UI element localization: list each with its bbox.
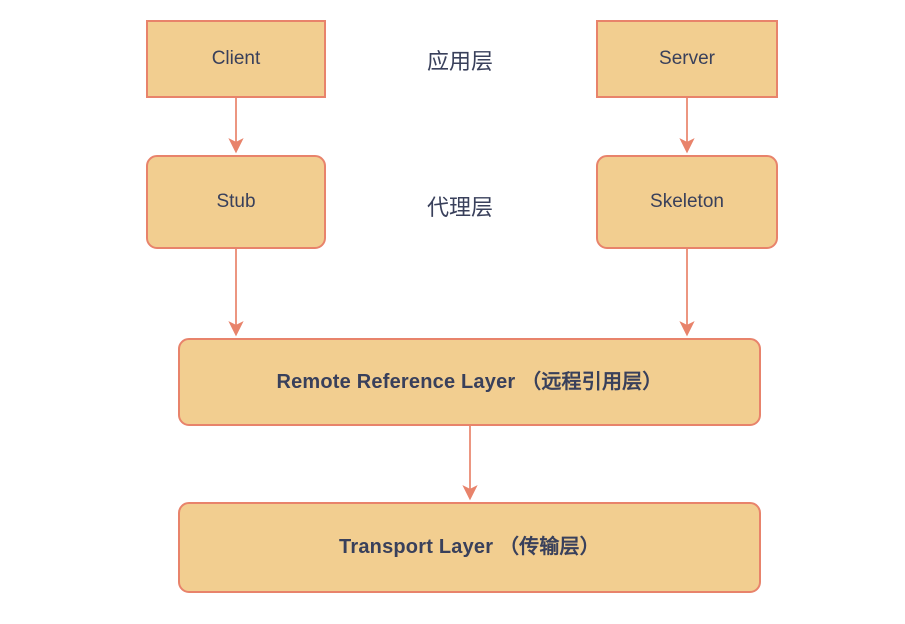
node-server[interactable]: Server xyxy=(596,20,778,98)
caption-proxy-layer: 代理层 xyxy=(426,195,493,220)
node-transport-layer[interactable]: Transport Layer （传输层） xyxy=(178,502,761,593)
node-remote-reference-layer-label: Remote Reference Layer （远程引用层） xyxy=(276,370,663,393)
node-stub-label: Stub xyxy=(216,191,256,213)
node-skeleton[interactable]: Skeleton xyxy=(596,155,778,249)
caption-application-layer: 应用层 xyxy=(426,49,493,74)
node-stub[interactable]: Stub xyxy=(146,155,326,249)
node-transport-layer-label: Transport Layer （传输层） xyxy=(339,536,600,558)
node-client-label: Client xyxy=(211,48,261,70)
node-server-label: Server xyxy=(659,48,715,70)
node-skeleton-label: Skeleton xyxy=(650,191,724,213)
node-remote-reference-layer[interactable]: Remote Reference Layer （远程引用层） xyxy=(178,338,761,426)
node-client[interactable]: Client xyxy=(146,20,326,98)
